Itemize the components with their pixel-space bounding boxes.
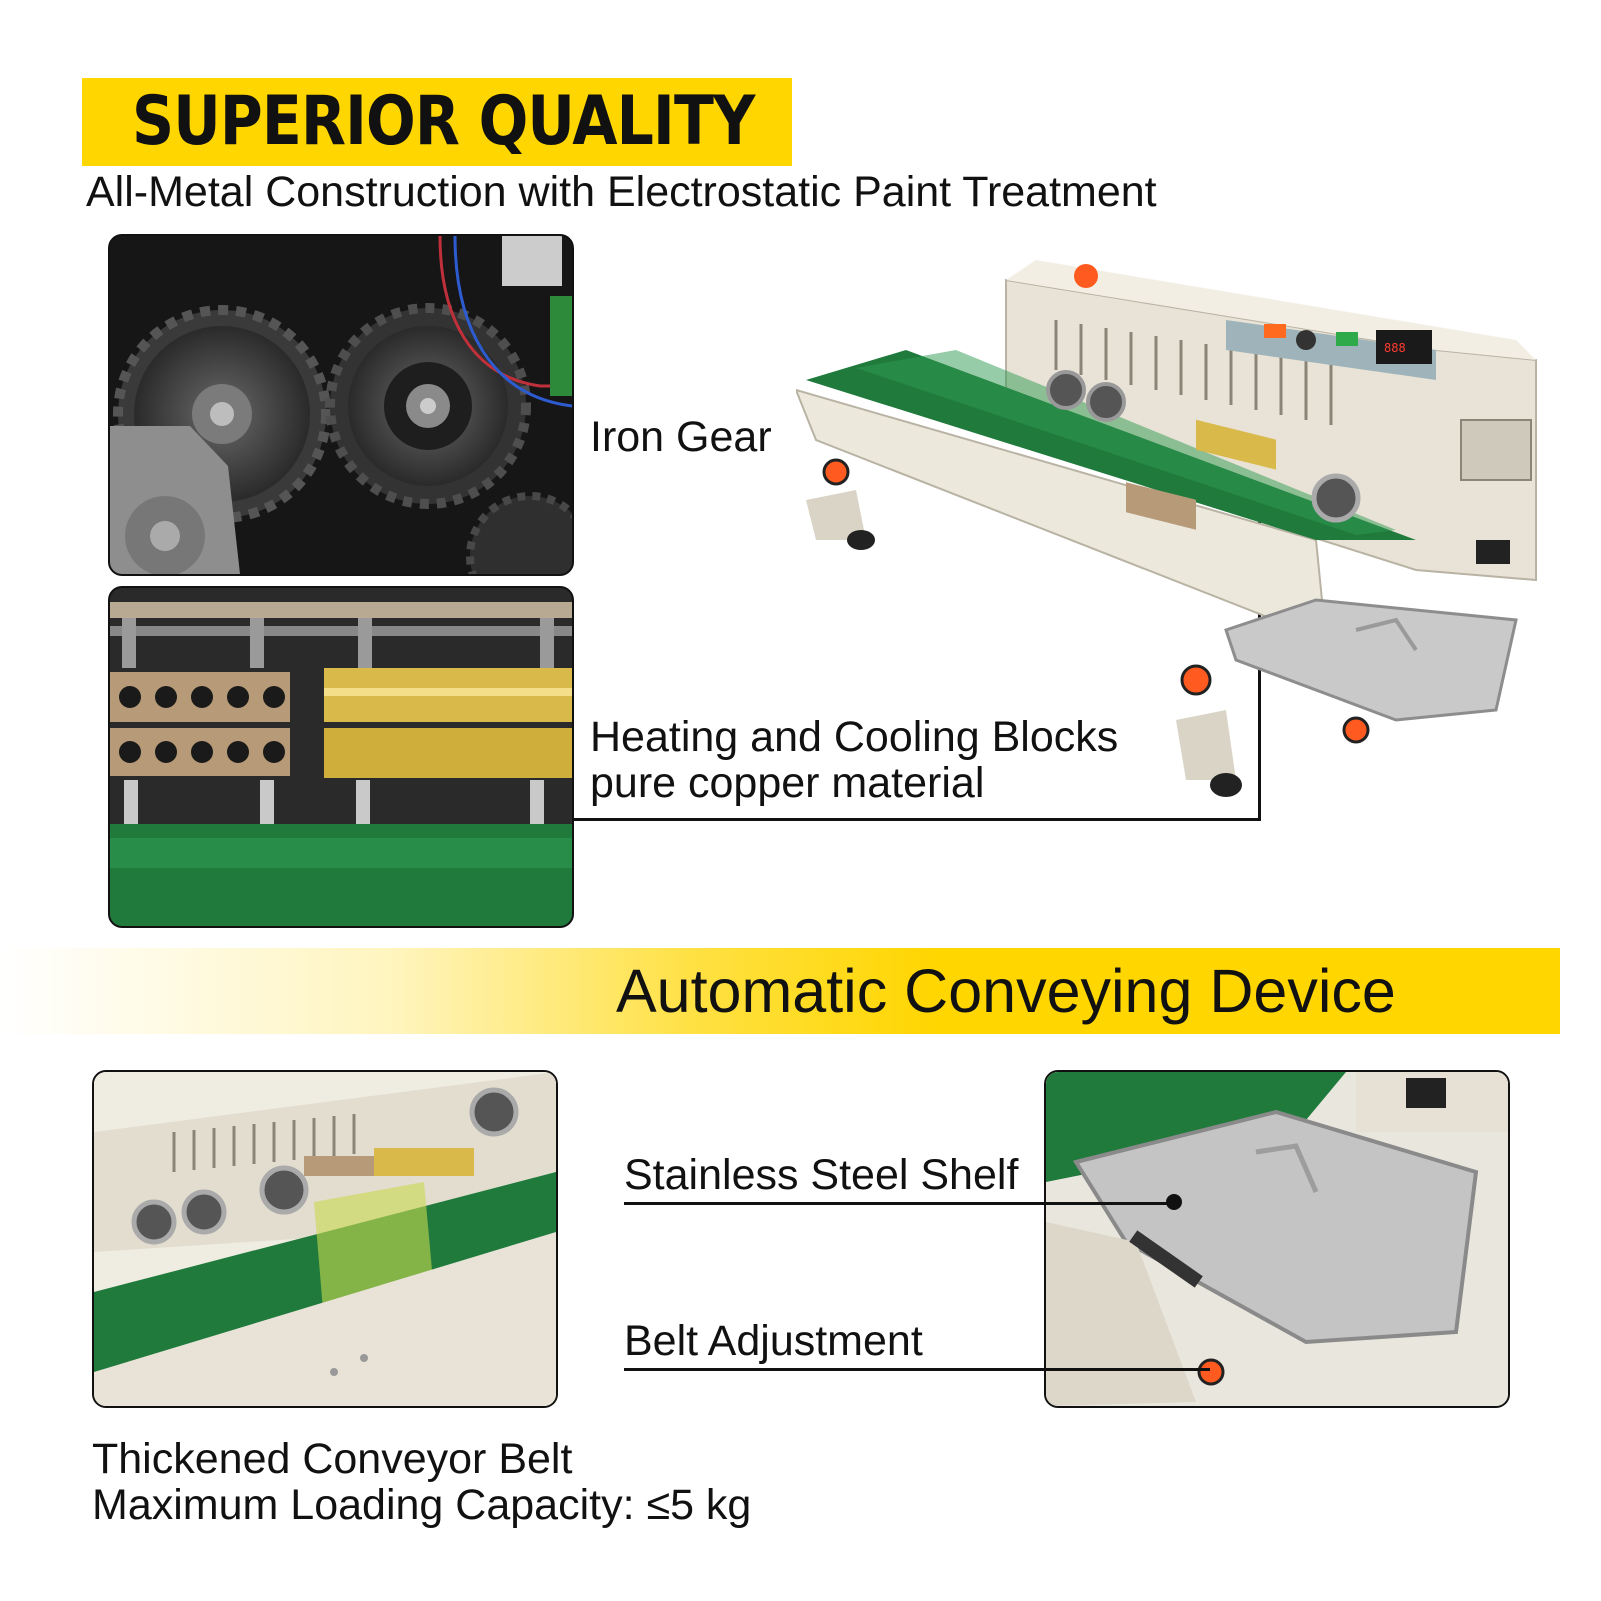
belt-adjustment-label: Belt Adjustment <box>624 1317 923 1365</box>
conveyor-belt-photo <box>92 1070 558 1408</box>
steel-shelf-photo <box>1044 1070 1510 1408</box>
shelf-callout-dot <box>1166 1194 1182 1210</box>
band-sealer-machine: 888 <box>794 240 1566 820</box>
headline-banner <box>82 78 792 166</box>
shelf-callout-line <box>624 1202 1174 1205</box>
heating-blocks-label: Heating and Cooling Blocks <box>590 713 1119 761</box>
copper-material-label: pure copper material <box>590 759 985 807</box>
conveyor-belt-label: Thickened Conveyor Belt <box>92 1435 573 1483</box>
heating-callout-line <box>574 818 1260 821</box>
conveying-banner <box>0 948 1560 1034</box>
iron-gear-label: Iron Gear <box>590 413 772 461</box>
heating-blocks-photo <box>108 586 574 928</box>
headline-title: SUPERIOR QUALITY <box>132 82 755 161</box>
loading-capacity-label: Maximum Loading Capacity: ≤5 kg <box>92 1481 752 1529</box>
belt-adjust-callout-line <box>624 1368 1210 1371</box>
headline-subtitle: All-Metal Construction with Electrostati… <box>86 168 1157 216</box>
conveying-title: Automatic Conveying Device <box>616 957 1396 1025</box>
iron-gear-photo <box>108 234 574 576</box>
steel-shelf-label: Stainless Steel Shelf <box>624 1151 1019 1199</box>
svg-text:888: 888 <box>1384 341 1406 355</box>
